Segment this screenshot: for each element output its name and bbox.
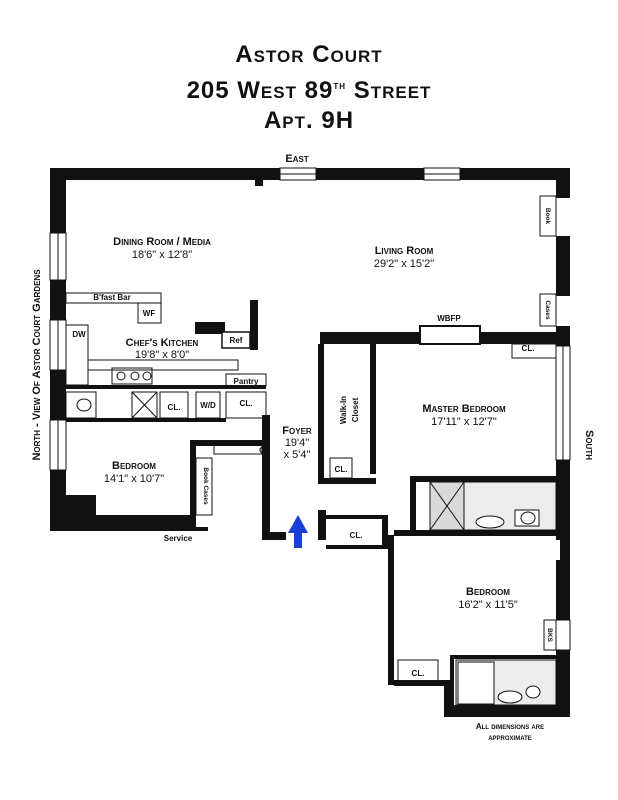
closet-label-laundry: CL. xyxy=(168,403,181,412)
apartment-number: Apt. 9H xyxy=(263,107,355,134)
book-label: Book xyxy=(544,208,551,225)
dining-room-name: Dining Room / Media xyxy=(113,236,211,248)
foyer-dims-2: x 5'4" xyxy=(284,449,311,461)
building-name: Astor Court xyxy=(235,41,383,68)
foyer-name: Foyer xyxy=(282,425,312,437)
book-cases-label: Book Cases xyxy=(202,467,209,505)
disclaimer-line-1: All dimensions are xyxy=(476,722,544,731)
living-room-name: Living Room xyxy=(375,245,434,257)
dining-room-dims: 18'6" x 12'8" xyxy=(132,249,192,261)
pantry-label: Pantry xyxy=(234,377,259,386)
kitchen-dims: 19'8" x 8'0" xyxy=(135,349,189,361)
wd-label: W/D xyxy=(200,401,216,410)
bfast-bar-label: B'fast Bar xyxy=(93,293,130,302)
walk-in-label-2: Closet xyxy=(351,397,360,422)
kitchen-name: Chef's Kitchen xyxy=(126,337,199,349)
bedroom-1-name: Bedroom xyxy=(112,460,156,472)
building-address: 205 West 89th Street xyxy=(186,77,432,104)
foyer-dims-1: 19'4" xyxy=(285,437,309,449)
fixtures xyxy=(65,195,557,706)
master-bedroom-dims: 17'11" x 12'7" xyxy=(431,416,497,428)
bedroom-2-dims: 16'2" x 11'5" xyxy=(458,599,518,611)
closet-label-walkin: CL. xyxy=(335,465,348,474)
c-closet-label: C xyxy=(259,446,265,455)
bks-label: BKS xyxy=(546,628,553,642)
wf-label: WF xyxy=(143,309,156,318)
interior-walls xyxy=(66,300,560,705)
bedroom-1-dims: 14'1" x 10'7" xyxy=(104,473,164,485)
compass-east: East xyxy=(285,153,308,165)
closet-label-bedroom-2: CL. xyxy=(412,669,425,678)
disclaimer-line-2: approximate xyxy=(488,733,532,742)
closet-label-hall: CL. xyxy=(240,399,253,408)
closet-label-entry: CL. xyxy=(350,531,363,540)
compass-north: North - View Of Astor Court Gardens xyxy=(31,269,43,461)
wbfp-label: WBFP xyxy=(437,314,461,323)
closet-label-living: CL. xyxy=(522,344,535,353)
ref-label: Ref xyxy=(230,336,243,345)
walk-in-label-1: Walk-In xyxy=(339,396,348,424)
entry-arrow-icon xyxy=(288,515,308,548)
cases-label: Cases xyxy=(544,300,551,320)
bedroom-2-name: Bedroom xyxy=(466,586,510,598)
title-block: Astor Court 205 West 89th Street Apt. 9H xyxy=(0,40,618,136)
master-bedroom-name: Master Bedroom xyxy=(422,403,506,415)
living-room-dims: 29'2" x 15'2" xyxy=(374,258,434,270)
outer-walls xyxy=(50,168,570,717)
service-label: Service xyxy=(164,534,193,543)
dw-label: DW xyxy=(72,330,86,339)
compass-south: South xyxy=(583,430,595,460)
